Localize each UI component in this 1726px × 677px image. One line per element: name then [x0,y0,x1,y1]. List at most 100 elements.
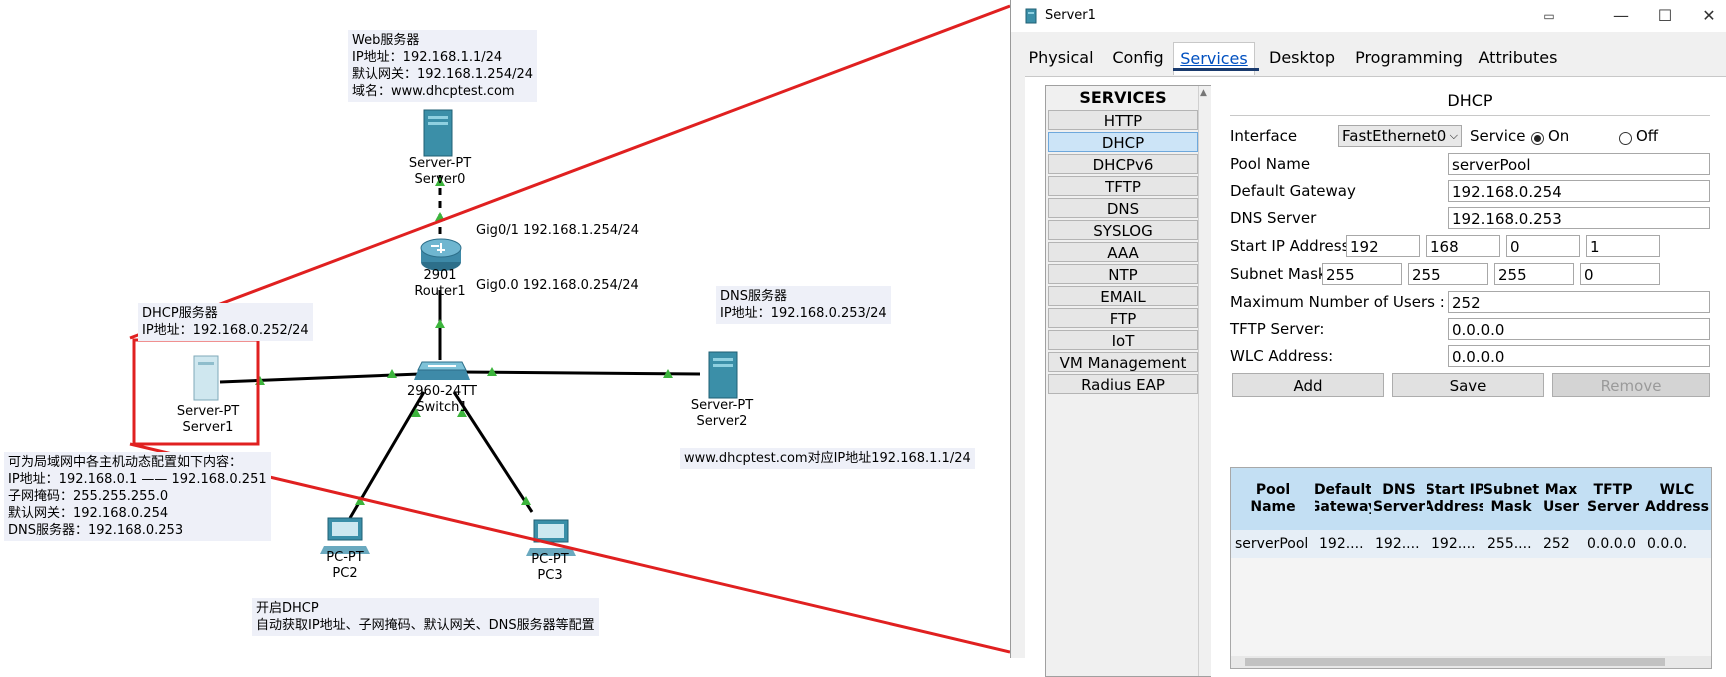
tftp-server-field[interactable]: 0.0.0.0 [1448,318,1710,340]
cell-dns-server: 192.... [1375,536,1420,552]
col-subnet-mask: Subnet Mask [1483,482,1539,515]
service-ntp[interactable]: NTP [1048,264,1198,284]
service-off-label: Off [1636,127,1659,145]
table-header: Pool Name Default Gateway DNS Server Sta… [1231,468,1711,530]
port-up-icon [435,177,445,186]
services-header: SERVICES [1079,88,1167,107]
add-button[interactable]: Add [1232,373,1384,397]
pc3-icon[interactable] [526,519,576,556]
link-switch1-pc3 [452,391,534,513]
service-dns[interactable]: DNS [1048,198,1198,218]
server2-icon[interactable] [708,351,738,399]
app-icon [1025,8,1037,24]
services-scrollbar[interactable]: ▲ [1198,86,1211,676]
service-on-radio[interactable] [1531,132,1544,145]
col-tftp-server: TFTP Server [1586,482,1639,515]
default-gateway-field[interactable]: 192.168.0.254 [1448,180,1710,202]
server1-icon[interactable] [193,355,219,401]
subnet-mask-octet-4[interactable]: 0 [1580,263,1660,285]
wlc-address-field[interactable]: 0.0.0.0 [1448,345,1710,367]
services-list: SERVICES HTTP DHCP DHCPv6 TFTP DNS SYSLO… [1045,85,1211,677]
scroll-thumb[interactable] [1245,658,1665,666]
remove-button[interactable]: Remove [1552,373,1710,397]
tab-config[interactable]: Config [1112,48,1164,67]
dns-server-field[interactable]: 192.168.0.253 [1448,207,1710,229]
window-title: Server1 [1045,8,1096,23]
scroll-up-icon[interactable]: ▲ [1200,88,1207,98]
col-start-ip: Start IP Address [1427,482,1483,515]
divider [1230,115,1710,116]
tab-physical[interactable]: Physical [1028,48,1094,67]
max-users-field[interactable]: 252 [1448,291,1710,313]
save-button[interactable]: Save [1392,373,1544,397]
service-ftp[interactable]: FTP [1048,308,1198,328]
wlc-address-label: WLC Address: [1230,347,1334,365]
start-ip-octet-2[interactable]: 168 [1426,235,1500,257]
close-icon[interactable]: ✕ [1702,6,1716,25]
cell-start-ip: 192.... [1431,536,1476,552]
server0-icon[interactable] [423,109,453,157]
max-users-label: Maximum Number of Users : [1230,293,1445,311]
minimize-icon[interactable]: — [1613,6,1629,25]
pc2-icon[interactable] [320,517,370,554]
service-syslog[interactable]: SYSLOG [1048,220,1198,240]
service-http[interactable]: HTTP [1048,110,1198,130]
dhcp-config-note: 可为局域网中各主机动态配置如下内容：IP地址：192.168.0.1 —— 19… [4,452,271,541]
interface-select[interactable]: FastEthernet0⌵ [1338,125,1462,147]
service-vm-management[interactable]: VM Management [1048,352,1198,372]
service-off-radio[interactable] [1619,132,1632,145]
link-server1-switch1 [219,372,421,384]
port-up-icon [387,369,397,378]
interface-label: Interface [1230,127,1298,145]
subnet-mask-octet-3[interactable]: 255 [1494,263,1574,285]
subnet-mask-octet-2[interactable]: 255 [1408,263,1488,285]
start-ip-octet-3[interactable]: 0 [1506,235,1580,257]
service-aaa[interactable]: AAA [1048,242,1198,262]
cell-max-user: 252 [1543,536,1570,552]
tab-desktop[interactable]: Desktop [1269,48,1335,67]
table-row[interactable]: serverPool 192.... 192.... 192.... 255..… [1231,530,1711,558]
port-up-icon [663,369,673,378]
switch1-icon[interactable] [414,361,470,380]
service-label: Service [1470,127,1526,145]
col-wlc-address: WLC Address [1645,482,1709,515]
start-ip-octet-1[interactable]: 192 [1346,235,1420,257]
tab-attributes[interactable]: Attributes [1478,48,1558,67]
link-switch1-pc2 [348,391,426,519]
service-dhcp[interactable]: DHCP [1048,132,1198,152]
maximize-icon[interactable]: ☐ [1657,6,1673,25]
dhcp-pool-table: Pool Name Default Gateway DNS Server Sta… [1230,467,1712,669]
pool-name-field[interactable]: serverPool [1448,153,1710,175]
subnet-mask-octet-1[interactable]: 255 [1322,263,1402,285]
title-bar: Server1 ▭ — ☐ ✕ [1011,0,1726,32]
service-tftp[interactable]: TFTP [1048,176,1198,196]
dns-server-label: DNS Server [1230,209,1317,227]
tftp-server-label: TFTP Server: [1230,320,1325,338]
service-iot[interactable]: IoT [1048,330,1198,350]
dhcp-title: DHCP [1447,91,1493,110]
service-radius-eap[interactable]: Radius EAP [1048,374,1198,394]
services-panel: SERVICES HTTP DHCP DHCPv6 TFTP DNS SYSLO… [1025,76,1726,677]
server1-window: Server1 ▭ — ☐ ✕ Physical Config Service s… [1010,0,1726,677]
service-dhcpv6[interactable]: DHCPv6 [1048,154,1198,174]
chevron-down-icon: ⌵ [1449,129,1458,142]
col-default-gateway: Default Gateway [1315,482,1371,515]
tab-programming[interactable]: Programming [1355,48,1463,67]
restore-view-icon[interactable]: ▭ [1543,9,1555,23]
service-email[interactable]: EMAIL [1048,286,1198,306]
cell-tftp-server: 0.0.0.0 [1587,536,1636,552]
router1-icon[interactable] [420,238,462,271]
start-ip-octet-4[interactable]: 1 [1586,235,1660,257]
port-up-icon [411,408,421,417]
cell-wlc-address: 0.0.0. [1647,536,1688,552]
col-dns-server: DNS Server [1372,482,1425,515]
